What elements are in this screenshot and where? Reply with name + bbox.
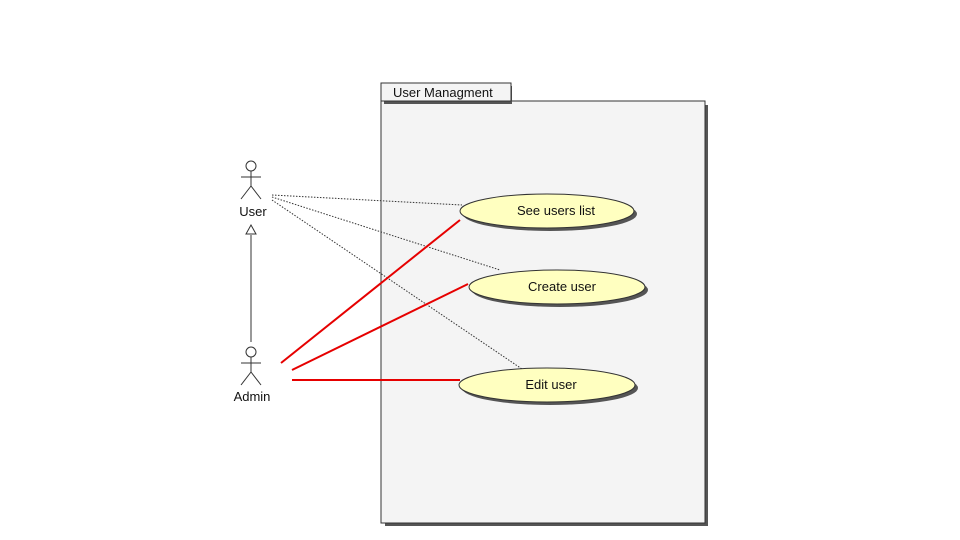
use-case-create-user[interactable]: Create user	[468, 269, 648, 307]
use-case-ellipse	[468, 269, 646, 305]
package-body	[380, 100, 706, 524]
user-right-leg	[250, 185, 262, 200]
assoc-admin-create-user	[291, 283, 469, 371]
generalization-arrowhead	[245, 223, 257, 235]
actor-admin-label: Admin	[234, 389, 271, 404]
user-head	[245, 160, 257, 172]
admin-left-leg	[240, 371, 252, 386]
admin-right-leg	[250, 371, 262, 386]
generalization-admin-user	[245, 223, 257, 342]
use-case-ellipse	[459, 193, 635, 229]
actor-user[interactable]	[240, 160, 262, 200]
use-case-edit-user-label: Edit user	[525, 377, 577, 392]
use-case-ellipse	[458, 367, 636, 403]
user-associations	[271, 194, 523, 370]
package-title: User Managment	[393, 85, 493, 100]
admin-head	[245, 346, 257, 358]
assoc-admin-see-users-list	[280, 219, 461, 364]
use-case-see-users-list-label: See users list	[517, 203, 595, 218]
package-tab	[380, 82, 512, 102]
use-case-see-users-list[interactable]: See users list	[459, 193, 637, 231]
package-user-managment: User Managment	[380, 82, 708, 526]
assoc-user-create-user	[271, 196, 501, 271]
actor-admin[interactable]	[240, 346, 262, 386]
use-case-create-user-label: Create user	[528, 279, 597, 294]
admin-associations	[280, 219, 469, 381]
actor-user-label: User	[239, 204, 267, 219]
use-case-edit-user[interactable]: Edit user	[458, 367, 638, 405]
assoc-user-edit-user	[271, 199, 523, 370]
user-left-leg	[240, 185, 252, 200]
